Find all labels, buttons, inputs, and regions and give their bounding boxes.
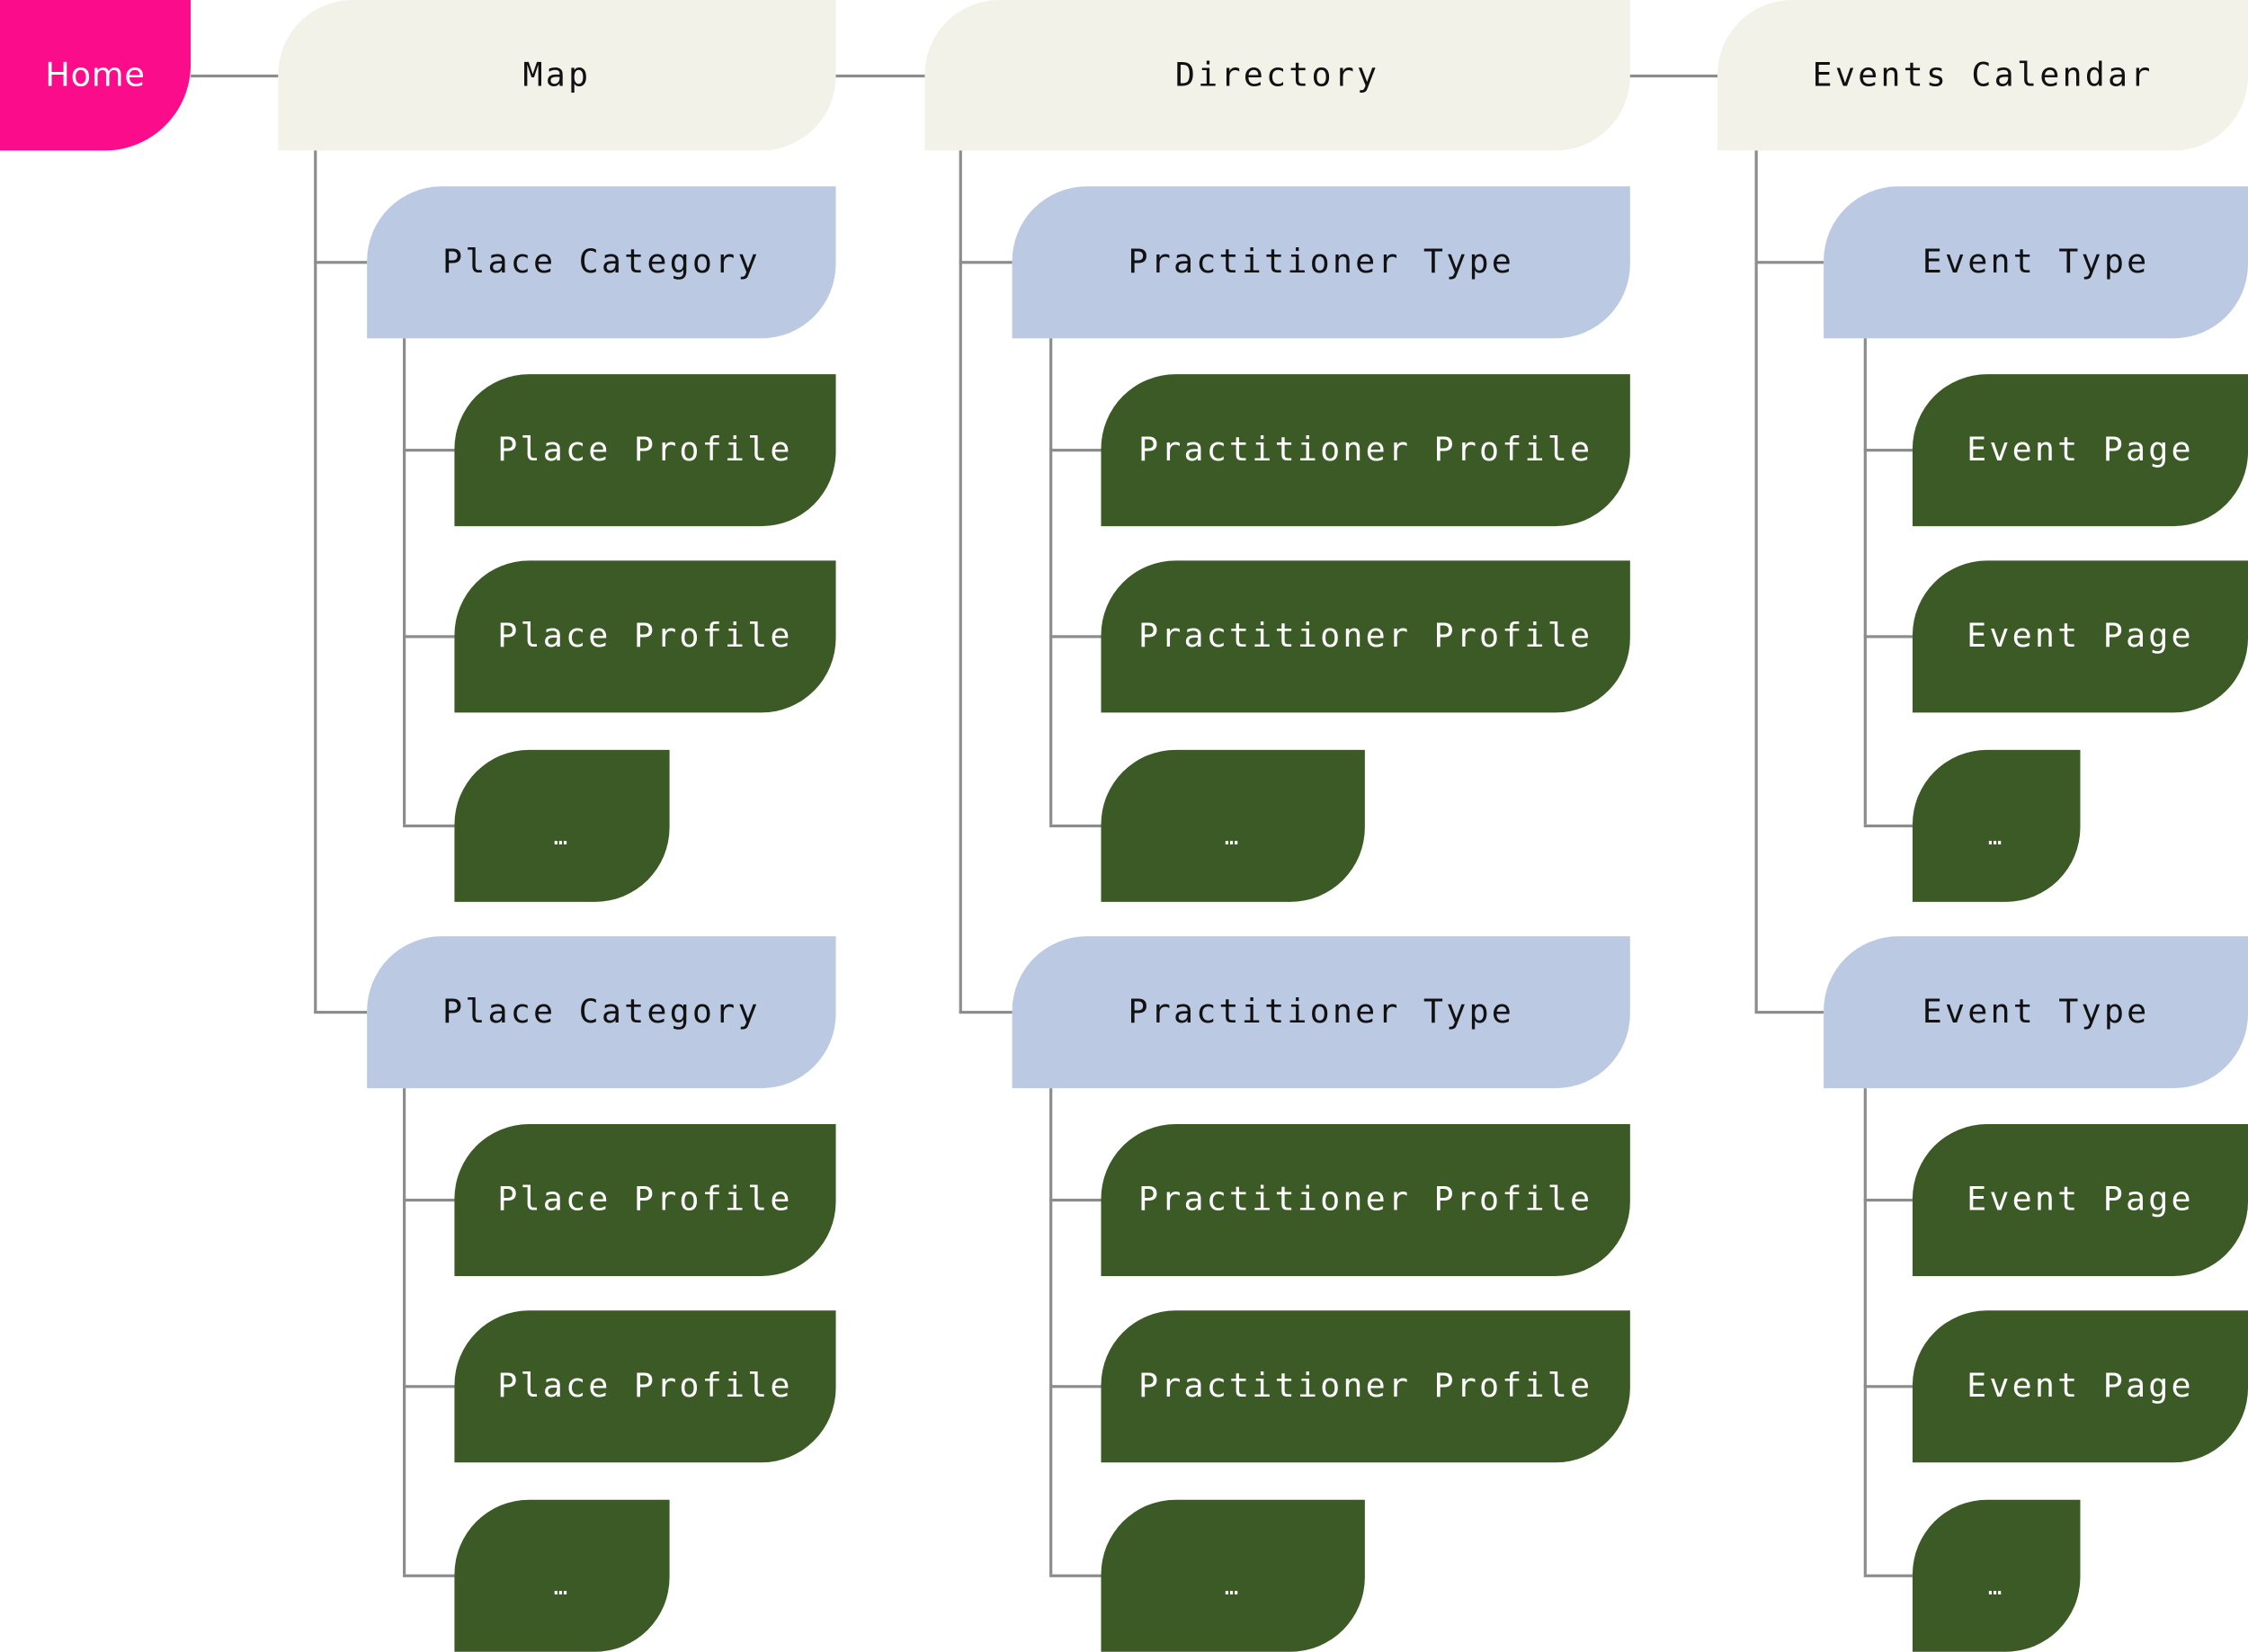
category-branch-line	[1754, 1011, 1824, 1014]
more-pages-node: …	[1101, 1499, 1365, 1652]
page-branch-line	[1863, 1574, 1913, 1577]
page-branch-line	[1049, 1385, 1102, 1388]
section-node: Events Calendar	[1717, 0, 2248, 151]
page-branch-line	[1863, 635, 1913, 638]
more-pages-node: …	[1912, 1499, 2081, 1652]
page-branch-line	[1049, 824, 1102, 827]
page-branch-line	[403, 824, 455, 827]
page-branch-line	[1049, 449, 1102, 451]
category-trunk-line	[1863, 338, 1867, 825]
category-trunk-line	[403, 338, 406, 825]
category-node: Place Category	[367, 186, 836, 339]
more-pages-node: …	[1912, 749, 2081, 902]
more-pages-node: …	[454, 749, 670, 902]
page-branch-line	[1049, 1574, 1102, 1577]
category-node: Practitioner Type	[1012, 186, 1630, 339]
category-trunk-line	[403, 1088, 406, 1575]
page-branch-line	[1863, 1198, 1913, 1201]
page-node: Event Page	[1912, 374, 2248, 527]
section-node: Directory	[924, 0, 1630, 151]
home-node: Home	[0, 0, 192, 151]
page-node: Event Page	[1912, 1124, 2248, 1277]
page-node: Event Page	[1912, 1310, 2248, 1463]
page-node: Place Profile	[454, 374, 836, 527]
page-node: Practitioner Profile	[1101, 1310, 1630, 1463]
page-node: Place Profile	[454, 1124, 836, 1277]
category-trunk-line	[1049, 1088, 1052, 1575]
page-node: Event Page	[1912, 560, 2248, 713]
page-branch-line	[1863, 824, 1913, 827]
page-branch-line	[1049, 1198, 1102, 1201]
category-branch-line	[959, 261, 1012, 263]
category-branch-line	[1754, 261, 1824, 263]
page-node: Place Profile	[454, 560, 836, 713]
page-branch-line	[403, 1385, 455, 1388]
section-trunk-line	[314, 150, 317, 1013]
category-branch-line	[959, 1011, 1012, 1014]
section-node: Map	[278, 0, 836, 151]
page-branch-line	[403, 1198, 455, 1201]
page-node: Place Profile	[454, 1310, 836, 1463]
category-trunk-line	[1049, 338, 1052, 825]
page-branch-line	[1049, 635, 1102, 638]
category-trunk-line	[1863, 1088, 1867, 1575]
category-node: Event Type	[1824, 186, 2248, 339]
category-node: Practitioner Type	[1012, 936, 1630, 1089]
section-trunk-line	[1754, 150, 1757, 1013]
more-pages-node: …	[1101, 749, 1365, 902]
category-branch-line	[314, 261, 368, 263]
category-branch-line	[314, 1011, 368, 1014]
category-node: Place Category	[367, 936, 836, 1089]
page-node: Practitioner Profile	[1101, 374, 1630, 527]
page-node: Practitioner Profile	[1101, 560, 1630, 713]
page-branch-line	[403, 1574, 455, 1577]
more-pages-node: …	[454, 1499, 670, 1652]
page-branch-line	[1863, 449, 1913, 451]
page-node: Practitioner Profile	[1101, 1124, 1630, 1277]
page-branch-line	[403, 449, 455, 451]
category-node: Event Type	[1824, 936, 2248, 1089]
page-branch-line	[403, 635, 455, 638]
page-branch-line	[1863, 1385, 1913, 1388]
section-trunk-line	[959, 150, 962, 1013]
